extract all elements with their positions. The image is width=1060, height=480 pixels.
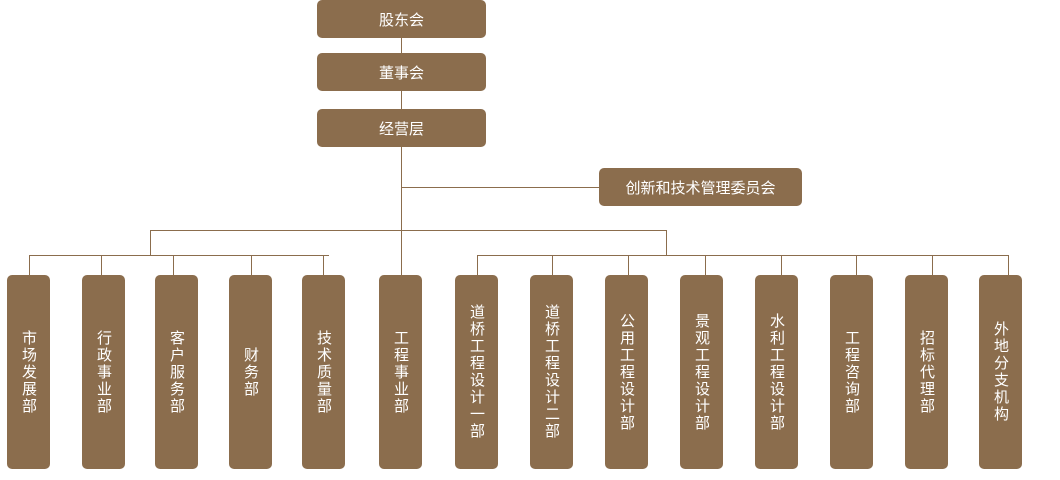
department-label: 景观工程设计部 [693,312,711,432]
node-department[interactable]: 道桥工程设计二部 [530,275,573,469]
connector-department [705,255,706,275]
node-department[interactable]: 道桥工程设计一部 [455,275,498,469]
connector-right-drop [666,230,667,255]
node-department[interactable]: 财务部 [229,275,272,469]
connector-left-drop [150,230,151,255]
node-committee[interactable]: 创新和技术管理委员会 [599,168,802,206]
node-department[interactable]: 技术质量部 [302,275,345,469]
connector-department [477,255,478,275]
connector-department [781,255,782,275]
department-label: 工程咨询部 [843,329,861,415]
node-department[interactable]: 招标代理部 [905,275,948,469]
connector-left-bar [29,255,329,256]
connector-committee [401,187,599,188]
department-label: 道桥工程设计二部 [543,304,561,440]
connector-department [323,255,324,275]
department-label: 道桥工程设计一部 [468,304,486,440]
connector-department [29,255,30,275]
node-management[interactable]: 经营层 [317,109,486,147]
connector-department [251,255,252,275]
department-label: 客户服务部 [168,329,186,415]
department-label: 公用工程设计部 [618,312,636,432]
connector-department [1008,255,1009,275]
node-department[interactable]: 市场发展部 [7,275,50,469]
connector-department [552,255,553,275]
node-department[interactable]: 公用工程设计部 [605,275,648,469]
node-shareholders[interactable]: 股东会 [317,0,486,38]
department-label: 技术质量部 [315,329,333,415]
node-department[interactable]: 水利工程设计部 [755,275,798,469]
department-label: 市场发展部 [20,329,38,415]
department-label: 工程事业部 [392,329,410,415]
node-department[interactable]: 行政事业部 [82,275,125,469]
connector-right-bar [477,255,1009,256]
node-department[interactable]: 客户服务部 [155,275,198,469]
node-department[interactable]: 外地分支机构 [979,275,1022,469]
connector-department [173,255,174,275]
department-label: 水利工程设计部 [768,312,786,432]
department-label: 财务部 [242,346,260,398]
department-label: 招标代理部 [918,329,936,415]
connector-department [628,255,629,275]
department-label: 外地分支机构 [992,321,1010,423]
node-department[interactable]: 工程事业部 [379,275,422,469]
connector-department [101,255,102,275]
node-department[interactable]: 工程咨询部 [830,275,873,469]
connector-department [856,255,857,275]
node-department[interactable]: 景观工程设计部 [680,275,723,469]
node-board[interactable]: 董事会 [317,53,486,91]
department-label: 行政事业部 [95,329,113,415]
connector-department [932,255,933,275]
connector-main-bar [150,230,666,231]
